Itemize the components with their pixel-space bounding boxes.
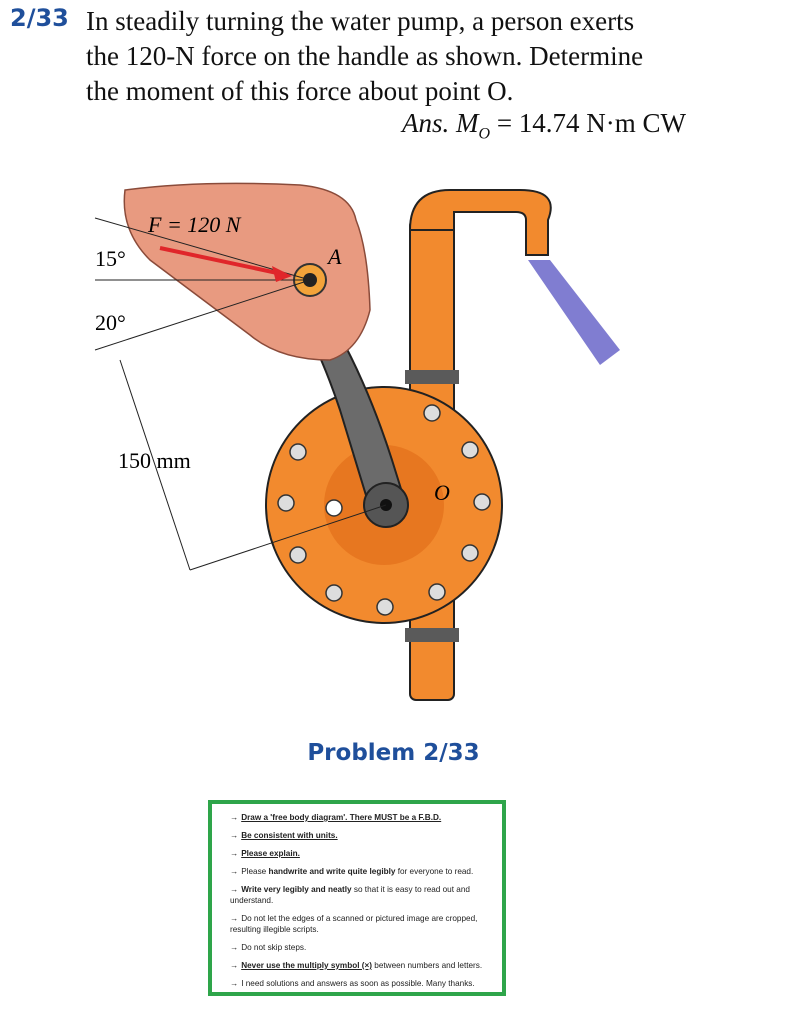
answer-value: = 14.74 N·m CW bbox=[496, 108, 687, 138]
answer-subscript: O bbox=[478, 125, 491, 143]
figure-caption: Problem 2/33 bbox=[307, 740, 480, 766]
problem-text-line-3: the moment of this force about point O. bbox=[86, 76, 514, 106]
note-item: →Draw a 'free body diagram'. There MUST … bbox=[230, 813, 442, 822]
note-item: →Write very legibly and neatly so that i… bbox=[230, 885, 470, 905]
point-o-label: O bbox=[434, 480, 450, 505]
force-label: F = 120 N bbox=[147, 212, 242, 237]
note-item: →I need solutions and answers as soon as… bbox=[230, 979, 475, 988]
angle-label-20: 20° bbox=[95, 310, 126, 335]
problem-text-line-1: In steadily turning the water pump, a pe… bbox=[86, 6, 635, 36]
note-item: →Do not skip steps. bbox=[230, 943, 307, 952]
note-item: →Never use the multiply symbol (×) betwe… bbox=[230, 961, 483, 970]
note-item: →Do not let the edges of a scanned or pi… bbox=[230, 914, 478, 934]
answer-symbol: M bbox=[456, 108, 479, 138]
instructions-box: →Draw a 'free body diagram'. There MUST … bbox=[208, 800, 506, 996]
problem-text-line-2: the 120-N force on the handle as shown. … bbox=[86, 41, 644, 71]
problem-number: 2/33 bbox=[10, 4, 69, 32]
angle-label-15: 15° bbox=[95, 246, 126, 271]
pump-figure: F = 120 N 15° 20° 150 mm A O bbox=[94, 182, 620, 701]
answer: Ans. MO = 14.74 N·m CW bbox=[402, 108, 686, 143]
answer-prefix: Ans. bbox=[402, 108, 450, 138]
force-arrow bbox=[159, 246, 292, 282]
point-a-label: A bbox=[326, 244, 342, 269]
water-stream bbox=[528, 260, 620, 365]
hand bbox=[123, 182, 371, 361]
length-label: 150 mm bbox=[118, 448, 191, 473]
note-item: →Please handwrite and write quite legibl… bbox=[230, 867, 474, 876]
note-item: →Please explain. bbox=[230, 849, 300, 858]
note-item: →Be consistent with units. bbox=[230, 831, 338, 840]
